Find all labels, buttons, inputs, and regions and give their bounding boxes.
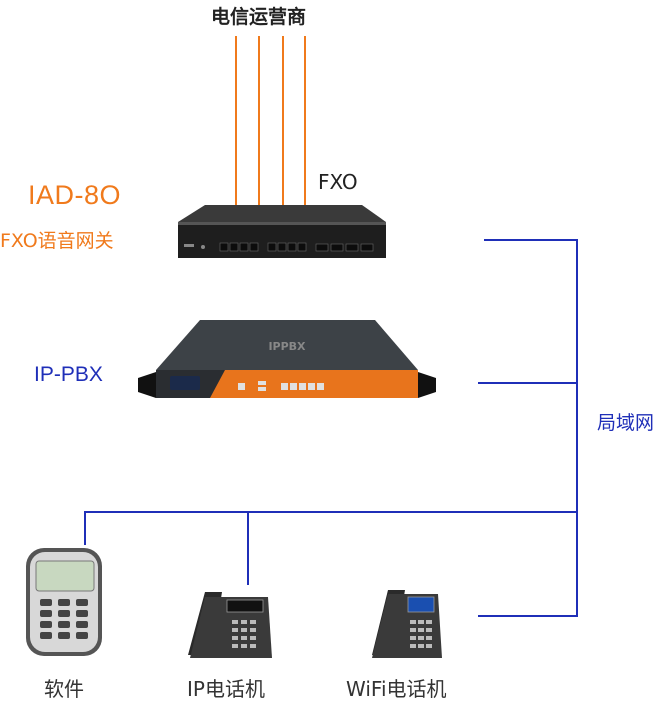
ip-pbx-label: IP-PBX (34, 363, 103, 386)
wifi-phone-icon (372, 590, 442, 658)
wifi-phone-label: WiFi电话机 (346, 677, 447, 701)
iad-description-label: FXO语音网关 (0, 230, 114, 252)
ip-phone-icon (188, 592, 272, 658)
carrier-trunk-lines (235, 36, 306, 208)
carrier-label: 电信运营商 (211, 6, 307, 28)
fxo-port-label: FXO (318, 170, 358, 194)
lan-label: 局域网 (597, 412, 655, 434)
ip-phone-label: IP电话机 (187, 677, 265, 701)
iad-gateway-device (178, 205, 386, 258)
softphone-icon (26, 548, 102, 656)
ip-pbx-device: IPPBX (138, 320, 436, 398)
lan-lines (84, 239, 578, 617)
pbx-front-text: IPPBX (268, 340, 306, 353)
iad-model-label: IAD-8O (28, 180, 122, 210)
softphone-label: 软件 (44, 677, 84, 701)
